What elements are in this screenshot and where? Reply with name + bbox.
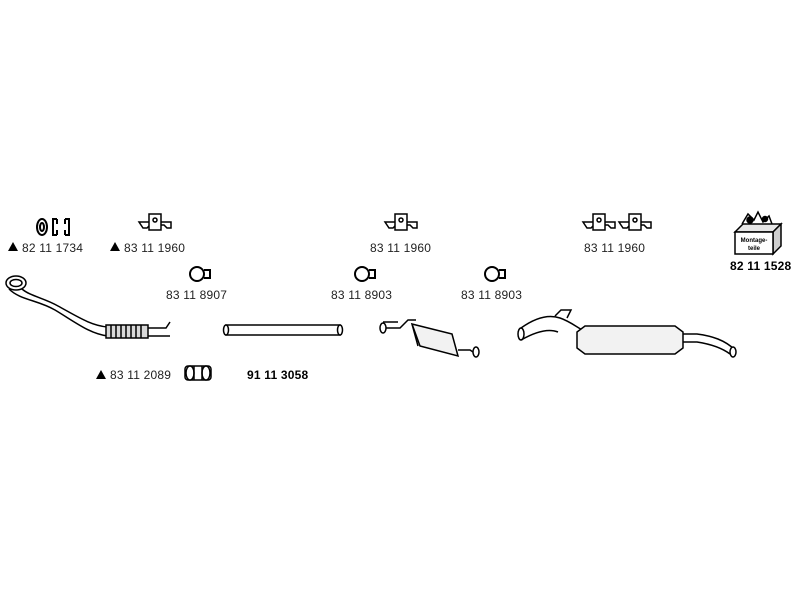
hanger-left-icon [137, 213, 172, 231]
part-number-hanger-right: 83 11 1960 [584, 241, 646, 255]
part-number-clamp-2: 83 11 8903 [331, 288, 393, 302]
intermediate-pipe-icon [222, 324, 344, 336]
hanger-middle-icon [383, 213, 418, 231]
mounting-kit-box-icon: Montage- teile [733, 210, 783, 256]
rubber-mounts-icon [36, 218, 70, 236]
middle-silencer-icon [379, 319, 480, 358]
front-pipe-icon [5, 275, 171, 339]
part-number-rubber-mounts: 82 11 1734 [22, 241, 84, 255]
part-number-clamp-1: 83 11 8907 [166, 288, 228, 302]
rear-silencer-icon [517, 309, 737, 358]
svg-text:teile: teile [748, 246, 761, 252]
clamp-3-icon [484, 266, 506, 282]
clamp-1-icon [189, 266, 211, 282]
hanger-right-icon [581, 213, 652, 231]
part-number-front-clamp: 83 11 2089 [110, 368, 172, 382]
warning-triangle-icon [8, 242, 18, 251]
part-number-intermediate-pipe: 91 11 3058 [247, 368, 309, 382]
warning-triangle-icon [96, 370, 106, 379]
front-clamp-icon [184, 365, 212, 381]
part-number-mounting-kit: 82 11 1528 [730, 259, 792, 273]
clamp-2-icon [354, 266, 376, 282]
warning-triangle-icon [110, 242, 120, 251]
part-number-hanger-left: 83 11 1960 [124, 241, 186, 255]
svg-text:Montage-: Montage- [741, 238, 768, 244]
part-number-hanger-middle: 83 11 1960 [370, 241, 432, 255]
part-number-clamp-3: 83 11 8903 [461, 288, 523, 302]
